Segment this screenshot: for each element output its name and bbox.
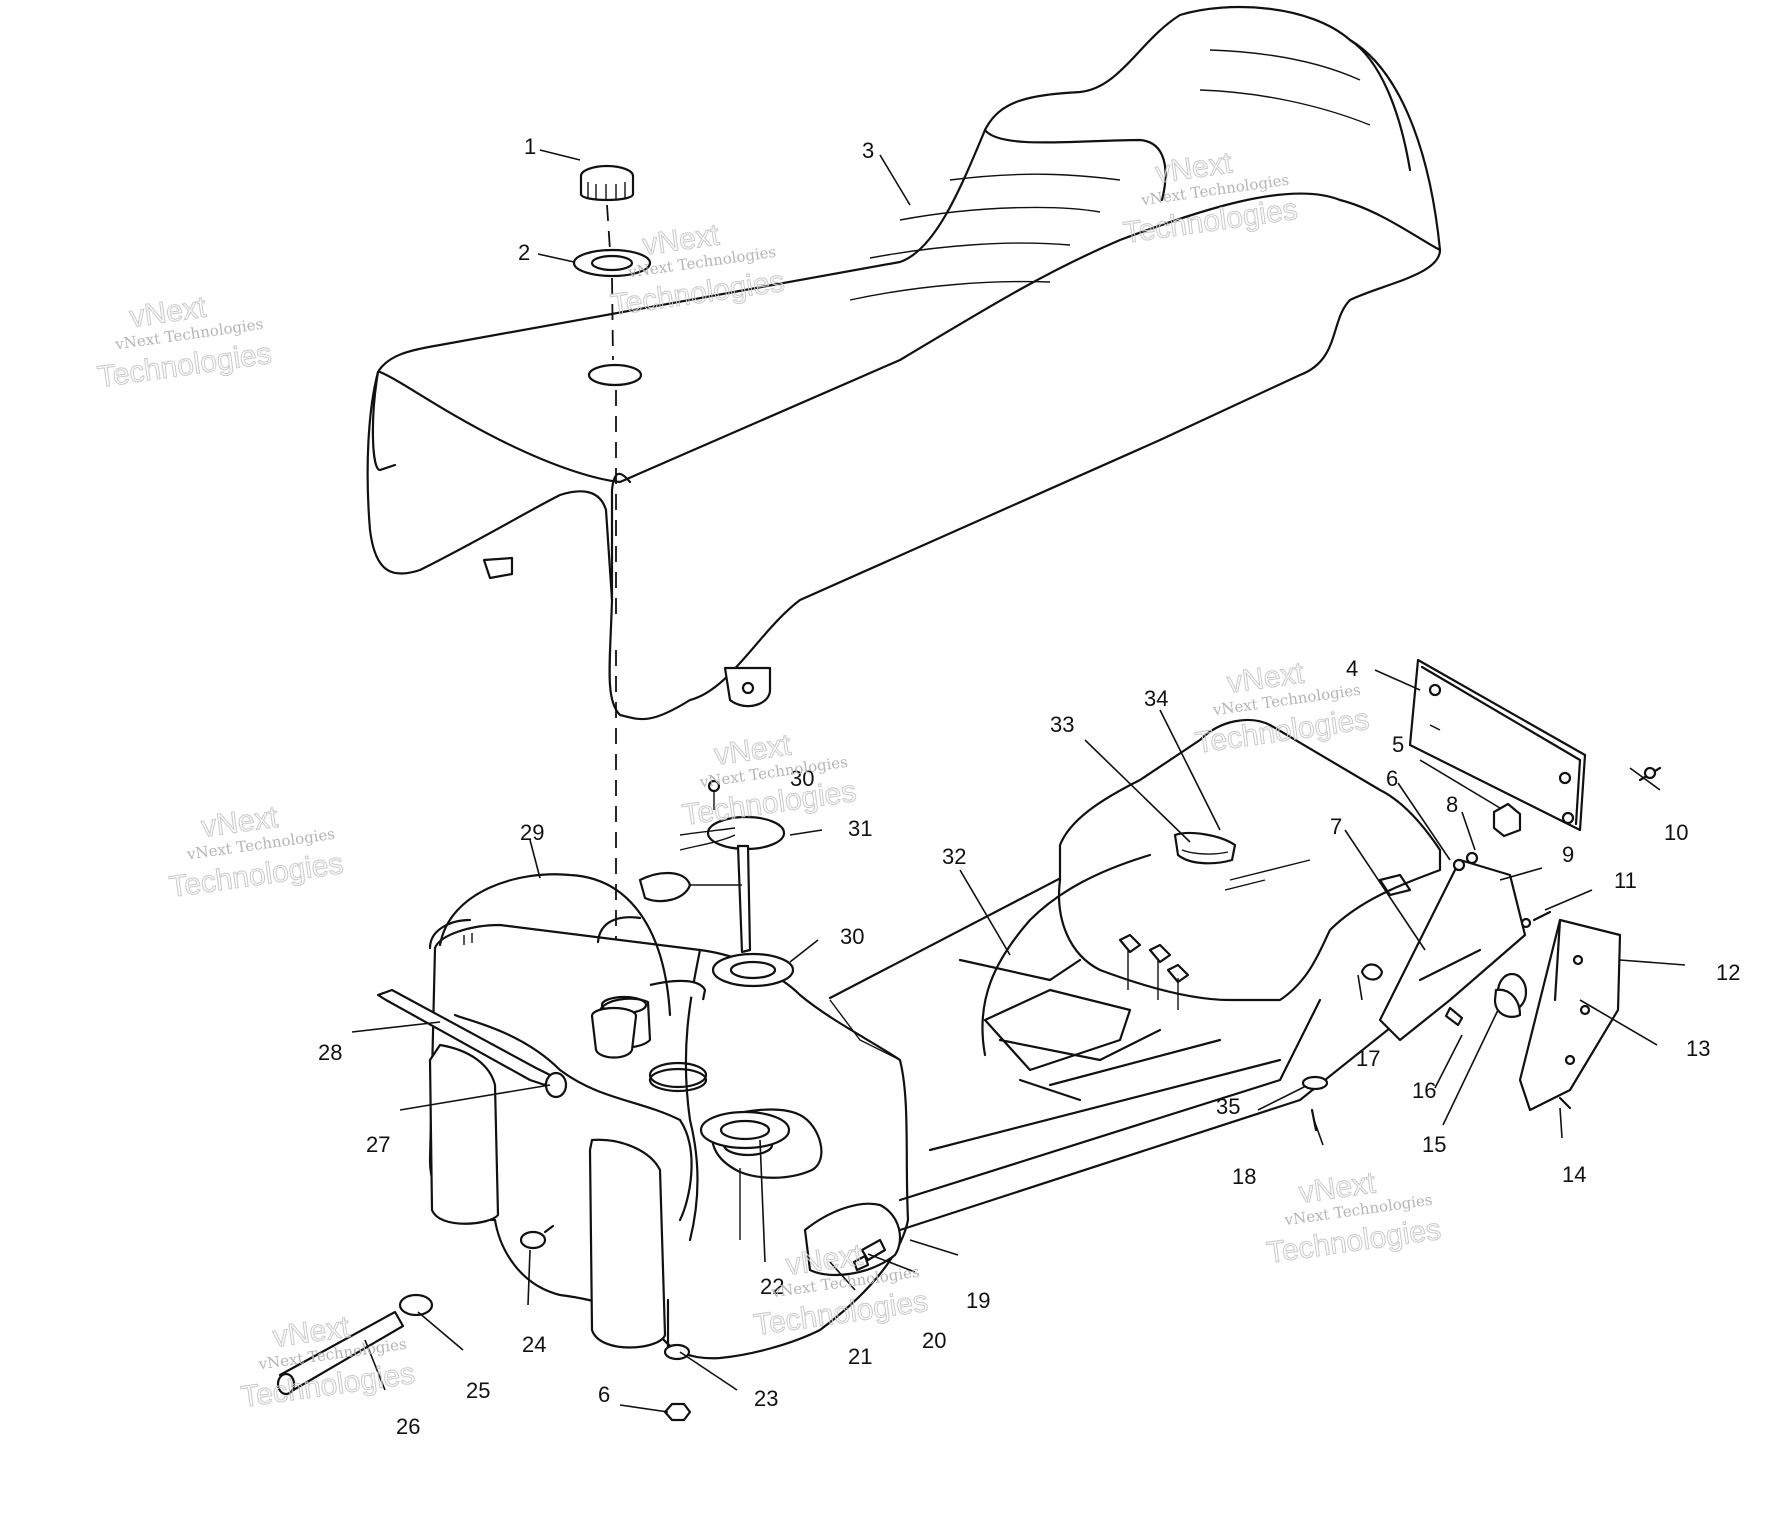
- tank-sender-port-inner: [719, 1119, 771, 1141]
- leader-lines: [351, 149, 1686, 1413]
- callout-23: 23: [754, 1386, 778, 1411]
- taillight-bracket: [1378, 858, 1622, 1112]
- watermark: vNext vNext Technologies Technologies: [1193, 656, 1372, 760]
- watermark: vNext vNext Technologies Technologies: [167, 800, 346, 904]
- callout-14: 14: [1562, 1162, 1586, 1187]
- callout-22: 22: [760, 1274, 784, 1299]
- callout-29: 29: [520, 820, 544, 845]
- callout-35: 35: [1216, 1094, 1240, 1119]
- callout-26: 26: [396, 1414, 420, 1439]
- callout-34: 34: [1144, 686, 1168, 711]
- callout-4: 4: [1346, 656, 1358, 681]
- callout-24: 24: [522, 1332, 546, 1357]
- fuel-line-clip: [463, 933, 473, 945]
- overflow-tube-end: [276, 1372, 296, 1396]
- callout-17: 17: [1356, 1046, 1380, 1071]
- callout-7: 7: [1330, 814, 1342, 839]
- tank-opening: [648, 1061, 708, 1089]
- callout-15: 15: [1422, 1132, 1446, 1157]
- callout-8: 8: [1446, 792, 1458, 817]
- fuel-line: [438, 873, 672, 1017]
- callout-30a: 30: [790, 766, 814, 791]
- callout-numbers: 1 2 3 4 5 6 6 7 8 9 10 11 12 13 14 15 16…: [318, 134, 1740, 1439]
- centerline-cap: [606, 204, 614, 361]
- fuel-sender: [638, 779, 786, 954]
- cap-gasket: [572, 248, 652, 278]
- callout-28: 28: [318, 1040, 342, 1065]
- callout-2: 2: [518, 240, 530, 265]
- callout-19: 19: [966, 1288, 990, 1313]
- callout-31: 31: [848, 816, 872, 841]
- callout-12: 12: [1716, 960, 1740, 985]
- watermark: vNext vNext Technologies Technologies: [680, 728, 859, 832]
- callout-18: 18: [1232, 1164, 1256, 1189]
- callout-1: 1: [524, 134, 536, 159]
- sender-gasket: [711, 952, 795, 988]
- callout-9: 9: [1562, 842, 1574, 867]
- seat: [366, 5, 1442, 721]
- callout-27: 27: [366, 1132, 390, 1157]
- fuel-tank: [428, 916, 910, 1360]
- callout-25: 25: [466, 1378, 490, 1403]
- callout-13: 13: [1686, 1036, 1710, 1061]
- drain-line: [981, 853, 1152, 1057]
- filler-neck-grommet: [590, 1006, 638, 1059]
- callout-32: 32: [942, 844, 966, 869]
- callout-3: 3: [862, 138, 874, 163]
- callout-21: 21: [848, 1344, 872, 1369]
- callout-6a: 6: [1386, 766, 1398, 791]
- tank-sender-port: [699, 1110, 791, 1150]
- callout-33: 33: [1050, 712, 1074, 737]
- callout-20: 20: [922, 1328, 946, 1353]
- watermark: vNext vNext Technologies Technologies: [95, 290, 274, 394]
- callout-10: 10: [1664, 820, 1688, 845]
- taillight-lens: [1493, 972, 1528, 1018]
- callout-16: 16: [1412, 1078, 1436, 1103]
- callout-11: 11: [1614, 868, 1637, 893]
- callout-6b: 6: [598, 1382, 610, 1407]
- callout-30b: 30: [840, 924, 864, 949]
- hardware: [398, 766, 1662, 1422]
- fuel-cap: [579, 164, 635, 202]
- callout-5: 5: [1392, 732, 1404, 757]
- watermark: vNext vNext Technologies Technologies: [1264, 1166, 1443, 1270]
- rear-storage-cover: [1058, 718, 1442, 1010]
- license-plate: [1408, 658, 1587, 832]
